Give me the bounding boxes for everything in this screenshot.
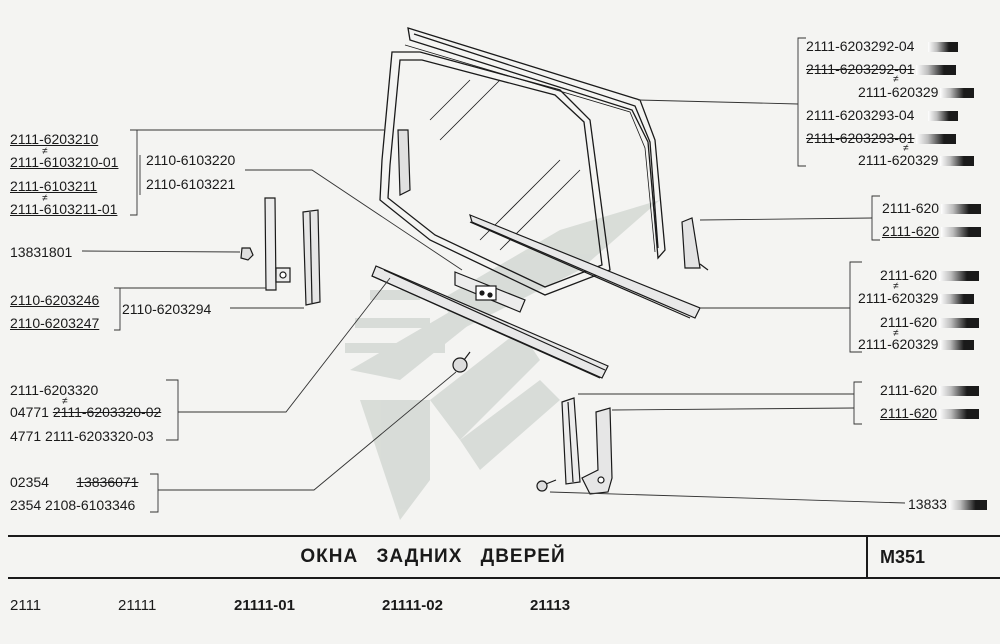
- part-label-l10: 2110-6203294: [122, 301, 212, 317]
- part-label-l15: 2354 2108-6103346: [10, 497, 136, 513]
- belt-seal-inner: [469, 213, 701, 319]
- glass-guide-strip: [397, 129, 411, 196]
- part-label-l13: 4771 2111-6203320-03: [10, 428, 154, 444]
- model-label: 21111: [118, 597, 157, 614]
- part-label-r3: 2111-620329: [858, 84, 975, 100]
- guide-channel-right: [561, 397, 581, 485]
- belt-seal-outer: [371, 265, 609, 379]
- part-label-r7: 2111-620: [882, 200, 982, 216]
- model-label: 21111-02: [382, 597, 443, 614]
- guide-channel-strip: [302, 209, 321, 306]
- part-label-l11: 2111-6203320: [10, 382, 99, 398]
- channel-bracket-right: [581, 407, 613, 495]
- part-label-r13: 2111-620: [880, 382, 980, 398]
- window-frame-seal: [404, 27, 666, 260]
- part-label-l6: 2110-6103221: [146, 176, 236, 192]
- not-equal-mark: ≠: [893, 328, 899, 339]
- guide-channel-left: [264, 197, 291, 291]
- part-label-r5: 2111-6203293-01: [806, 130, 957, 146]
- part-label-l7: 13831801: [10, 244, 73, 260]
- nut: [240, 247, 254, 261]
- lift-bracket: [454, 271, 526, 313]
- part-label-r4: 2111-6203293-04: [806, 107, 959, 123]
- bolt: [452, 351, 471, 373]
- not-equal-mark: ≠: [62, 396, 68, 407]
- page-title: ОКНА ЗАДНИХ ДВЕРЕЙ: [300, 546, 566, 567]
- part-label-r9: 2111-620: [880, 267, 980, 283]
- part-label-l1: 2111-6203210: [10, 131, 99, 147]
- part-label-l4: 2111-6103211-01: [10, 201, 118, 217]
- not-equal-mark: ≠: [903, 143, 909, 154]
- model-label: 2111: [10, 597, 42, 614]
- part-label-r11: 2111-620: [880, 314, 980, 330]
- part-label-l3: 2111-6103211: [10, 178, 98, 194]
- not-equal-mark: ≠: [893, 74, 899, 85]
- title-frame: [8, 535, 1000, 579]
- part-label-l14: 02354 13836071: [10, 474, 139, 490]
- model-label: 21113: [530, 597, 571, 614]
- part-label-r14: 2111-620: [880, 405, 980, 421]
- window-glass: [379, 51, 611, 296]
- part-label-l2: 2111-6103210-01: [10, 154, 119, 170]
- corner-trim: [681, 217, 709, 271]
- page-code: М351: [880, 547, 926, 567]
- screw: [536, 479, 557, 492]
- part-label-r10: 2111-620329: [858, 290, 975, 306]
- part-label-r6: 2111-620329: [858, 152, 975, 168]
- part-label-r15: 13833: [908, 496, 987, 512]
- not-equal-mark: ≠: [42, 193, 48, 204]
- leader-lines: [81, 37, 906, 513]
- part-label-r12: 2111-620329: [858, 336, 975, 352]
- part-label-l12: 04771 2111-6203320-02: [10, 404, 162, 420]
- part-label-r8: 2111-620: [882, 223, 982, 239]
- part-label-r2: 2111-6203292-01: [806, 61, 957, 77]
- not-equal-mark: ≠: [893, 281, 899, 292]
- model-label: 21111-01: [234, 597, 295, 614]
- part-label-r1: 2111-6203292-04: [806, 38, 959, 54]
- part-label-l8: 2110-6203246: [10, 292, 100, 308]
- part-label-l5: 2110-6103220: [146, 152, 236, 168]
- not-equal-mark: ≠: [42, 146, 48, 157]
- part-label-l9: 2110-6203247: [10, 315, 100, 331]
